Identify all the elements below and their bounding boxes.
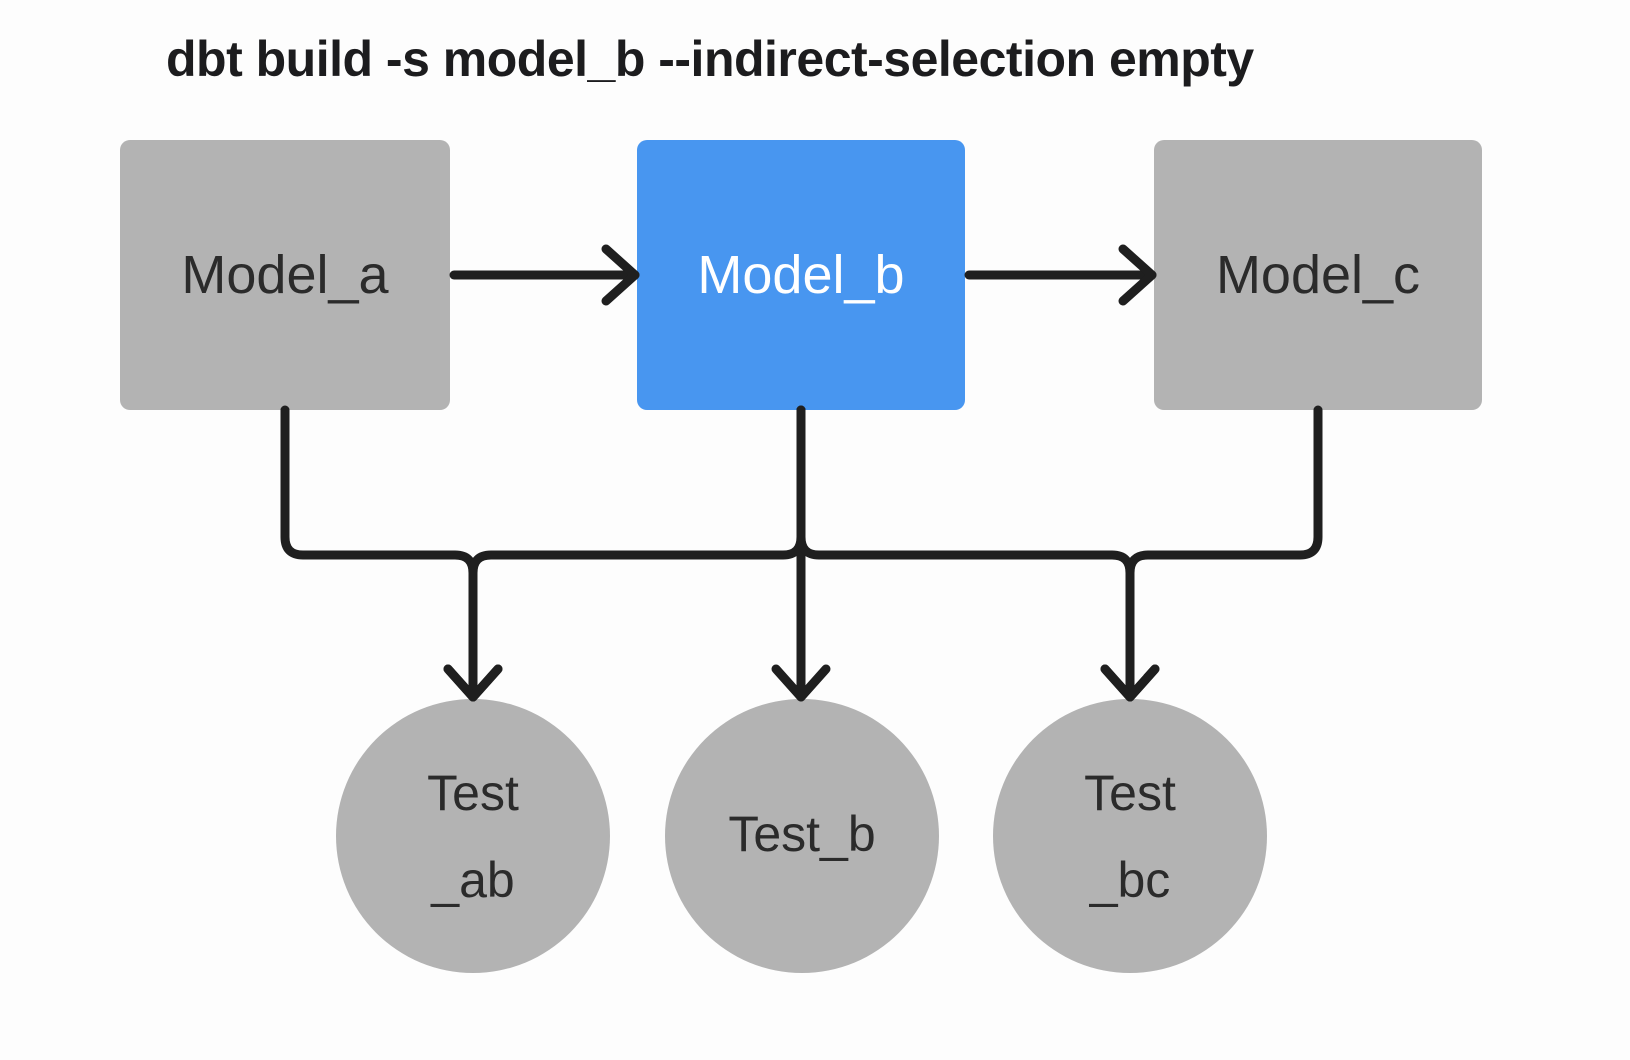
node-test_b (665, 699, 939, 973)
node-test_b-label: Test_b (728, 806, 875, 862)
node-test_ab (336, 699, 610, 973)
node-test_bc-label-line2: _bc (1089, 852, 1171, 908)
node-model_b-label: Model_b (697, 245, 904, 305)
edge-model_b-test_ab (468, 405, 806, 702)
edge-model_c-test_bc (1125, 405, 1323, 702)
arrowhead-model_b-test_ab (443, 664, 503, 702)
node-model_b (637, 140, 965, 410)
arrowhead-model_b-test_b (771, 664, 831, 702)
node-model_a (120, 140, 450, 410)
node-test_bc (993, 699, 1267, 973)
node-test_ab-label-line2: _ab (430, 852, 514, 908)
arrowhead-model_a-model_b (601, 244, 640, 306)
node-model_c (1154, 140, 1482, 410)
node-test_bc-label-line1: Test (1084, 765, 1176, 821)
edge-model_b-test_bc (796, 405, 1135, 702)
arrowhead-model_c-test_bc (1100, 664, 1160, 702)
arrowhead-model_b-model_c (1118, 244, 1157, 306)
node-model_a-label: Model_a (181, 245, 389, 305)
diagram-title: dbt build -s model_b --indirect-selectio… (166, 31, 1254, 87)
node-model_c-label: Model_c (1216, 245, 1420, 305)
edge-model_a-test_ab (280, 405, 478, 702)
node-test_ab-label-line1: Test (427, 765, 519, 821)
